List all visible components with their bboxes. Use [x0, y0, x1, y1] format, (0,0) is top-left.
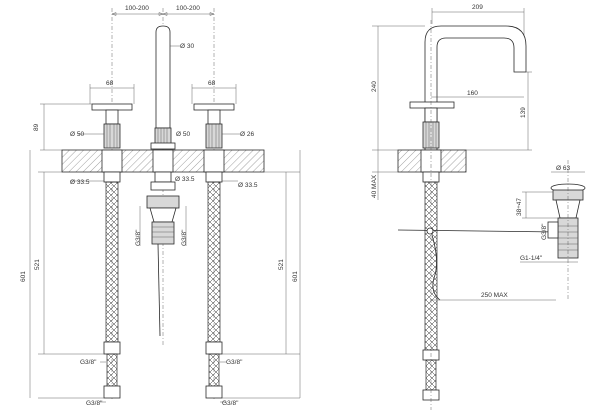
side-rod-label: 250 MAX	[481, 292, 508, 299]
spout-base-label: Ø 50	[176, 131, 190, 138]
total-right-label: 601	[292, 271, 299, 282]
spout-dia-label: Ø 30	[180, 43, 194, 50]
spout: Ø 30	[150, 25, 194, 150]
side-reach-label: 209	[472, 4, 483, 11]
side-height-label: 240	[371, 81, 378, 92]
total-left-label: 601	[20, 271, 27, 282]
hose-right-label: 521	[278, 259, 285, 270]
popup-waste: G3/8" Ø 63 38÷47 G1-1/4"	[516, 160, 586, 300]
thread-hose-left-b-label: G3/8"	[86, 400, 103, 407]
waste-thread-label: G1-1/4"	[520, 255, 543, 262]
shank-left-label: Ø 33.5	[70, 179, 90, 186]
thread-hose-left-a-label: G3/8"	[80, 359, 97, 366]
right-handle: 68 Ø 26	[191, 80, 254, 149]
thread-waste-a-label: G3/8"	[135, 229, 142, 246]
front-view: 100-200 100-200 Ø 30 68	[20, 5, 301, 407]
waste-side-thread-label: G3/8"	[541, 223, 548, 240]
handle-base-right-label: Ø 26	[240, 131, 254, 138]
flex-hoses	[103, 181, 223, 399]
handle-base-left-label: Ø 50	[70, 131, 84, 138]
spacing-left-label: 100-200	[125, 5, 149, 12]
thread-hose-right-a-label: G3/8"	[226, 359, 243, 366]
hose-left-label: 521	[34, 259, 41, 270]
thread-hose-right-b-label: G3/8"	[222, 400, 239, 407]
left-handle: 68 Ø 50	[70, 80, 135, 149]
spout-shank-label: Ø 33.5	[175, 176, 195, 183]
handle-width-right-label: 68	[208, 80, 216, 87]
waste-dia-label: Ø 63	[556, 165, 570, 172]
side-view: 209 240 160 139 40 MAX	[371, 4, 586, 410]
side-handle-label: 160	[467, 90, 478, 97]
height-89-label: 89	[33, 123, 40, 131]
shank-right-label: Ø 33.5	[238, 182, 258, 189]
spacing-dimension: 100-200 100-200	[111, 5, 215, 16]
deck-section	[61, 149, 265, 173]
spacing-right-label: 100-200	[176, 5, 200, 12]
waste-assembly: G3/8" G3/8"	[135, 181, 188, 337]
waste-range-label: 38÷47	[516, 198, 523, 216]
thread-waste-b-label: G3/8"	[181, 229, 188, 246]
handle-width-left-label: 68	[106, 80, 114, 87]
side-139-label: 139	[520, 107, 527, 118]
side-deck-label: 40 MAX	[371, 174, 378, 198]
